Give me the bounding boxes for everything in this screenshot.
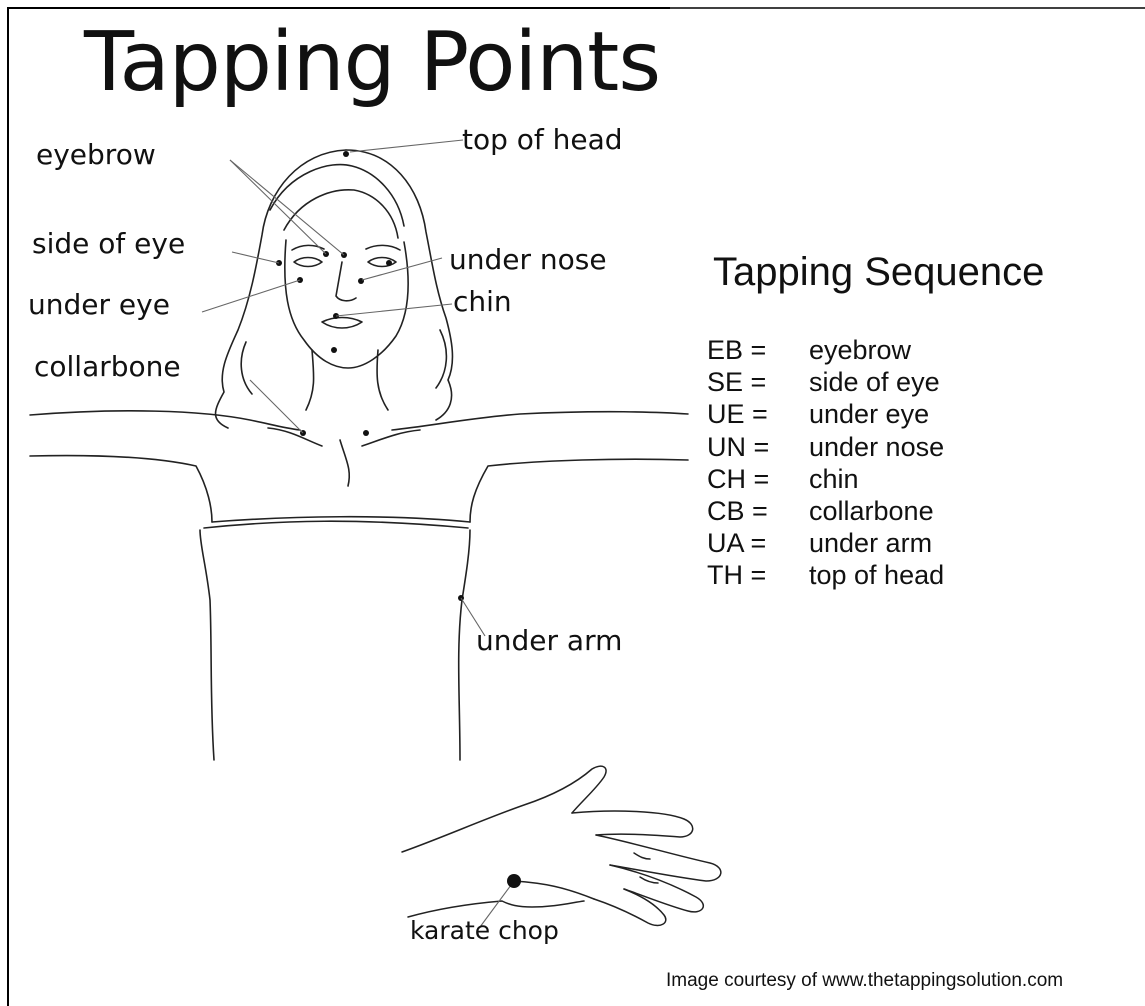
page-title: Tapping Points (84, 22, 660, 104)
sequence-code: CB = (707, 495, 809, 527)
sequence-point: chin (809, 463, 859, 495)
sequence-point: under arm (809, 527, 932, 559)
list-item: SE =side of eye (707, 366, 944, 398)
label-side-of-eye: side of eye (32, 230, 185, 258)
sequence-code: TH = (707, 559, 809, 591)
image-credit: Image courtesy of www.thetappingsolution… (666, 970, 1063, 992)
sequence-code: UE = (707, 398, 809, 430)
list-item: UN =under nose (707, 431, 944, 463)
sequence-code: CH = (707, 463, 809, 495)
sequence-code: UN = (707, 431, 809, 463)
sequence-point: side of eye (809, 366, 940, 398)
sequence-code: UA = (707, 527, 809, 559)
sequence-title: Tapping Sequence (713, 252, 1044, 292)
sequence-list: EB =eyebrow SE =side of eye UE =under ey… (707, 334, 944, 592)
list-item: UE =under eye (707, 398, 944, 430)
sequence-code: SE = (707, 366, 809, 398)
list-item: CH =chin (707, 463, 944, 495)
sequence-point: top of head (809, 559, 944, 591)
sequence-point: eyebrow (809, 334, 911, 366)
sequence-point: under nose (809, 431, 944, 463)
sequence-point: collarbone (809, 495, 934, 527)
label-top-of-head: top of head (462, 126, 623, 154)
list-item: CB =collarbone (707, 495, 944, 527)
list-item: TH =top of head (707, 559, 944, 591)
list-item: UA =under arm (707, 527, 944, 559)
label-chin: chin (453, 288, 512, 316)
label-collarbone: collarbone (34, 353, 181, 381)
label-under-arm: under arm (476, 627, 622, 655)
label-under-eye: under eye (28, 291, 170, 319)
sequence-point: under eye (809, 398, 929, 430)
label-eyebrow: eyebrow (36, 141, 156, 169)
list-item: EB =eyebrow (707, 334, 944, 366)
label-under-nose: under nose (449, 246, 607, 274)
sequence-code: EB = (707, 334, 809, 366)
label-karate-chop: karate chop (410, 918, 559, 943)
